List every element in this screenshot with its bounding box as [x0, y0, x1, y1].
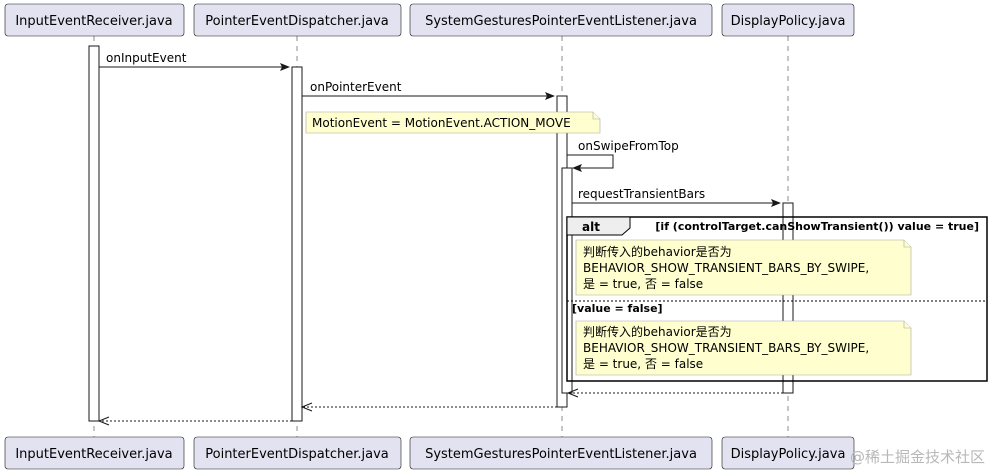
participant-label: PointerEventDispatcher.java — [205, 447, 388, 462]
open-arrow-head-icon — [300, 402, 313, 412]
participant-label: PointerEventDispatcher.java — [205, 14, 388, 29]
participant-system-gestures-listener-top: SystemGesturesPointerEventListener.java — [409, 3, 713, 37]
message-label: requestTransientBars — [578, 187, 705, 201]
participant-input-event-receiver-bottom: InputEventReceiver.java — [4, 436, 185, 470]
participant-pointer-event-dispatcher-bottom: PointerEventDispatcher.java — [193, 436, 402, 470]
note-motion-event: MotionEvent = MotionEvent.ACTION_MOVE — [305, 111, 601, 134]
participant-system-gestures-listener-bottom: SystemGesturesPointerEventListener.java — [409, 436, 713, 470]
message-request-transient-bars: requestTransientBars — [572, 187, 781, 207]
note-line: BEHAVIOR_SHOW_TRANSIENT_BARS_BY_SWIPE, — [583, 261, 869, 275]
participant-label: DisplayPolicy.java — [731, 14, 846, 29]
alt-fragment: alt [if (controlTarget.canShowTransient(… — [566, 216, 988, 382]
arrow-head-icon — [545, 92, 555, 100]
message-on-input-event: onInputEvent — [99, 51, 290, 71]
note-line: 是 = true, 否 = false — [583, 277, 703, 291]
note-text: MotionEvent = MotionEvent.ACTION_MOVE — [312, 116, 571, 130]
return-dispatcher-to-receiver — [97, 416, 292, 426]
watermark: @稀土掘金技术社区 — [850, 448, 985, 466]
participant-label: SystemGesturesPointerEventListener.java — [425, 447, 697, 462]
open-arrow-head-icon — [97, 416, 110, 426]
note-line: 判断传入的behavior是否为 — [583, 324, 732, 339]
activation-input-event-receiver — [88, 45, 100, 422]
message-label: onPointerEvent — [310, 80, 402, 94]
participant-label: SystemGesturesPointerEventListener.java — [425, 14, 697, 29]
alt-label: alt — [582, 220, 600, 234]
open-arrow-head-icon — [566, 388, 579, 398]
alt-guard-true: [if (controlTarget.canShowTransient()) v… — [655, 220, 979, 233]
participant-pointer-event-dispatcher-top: PointerEventDispatcher.java — [193, 3, 402, 37]
arrow-head-icon — [771, 199, 781, 207]
activation-display-policy — [782, 202, 794, 394]
note-behavior-check-true: 判断传入的behavior是否为 BEHAVIOR_SHOW_TRANSIENT… — [575, 239, 912, 296]
participant-label: InputEventReceiver.java — [15, 14, 172, 29]
message-label: onSwipeFromTop — [578, 139, 679, 153]
note-behavior-check-false: 判断传入的behavior是否为 BEHAVIOR_SHOW_TRANSIENT… — [575, 320, 912, 376]
message-label: onInputEvent — [106, 51, 187, 65]
participant-input-event-receiver-top: InputEventReceiver.java — [4, 3, 185, 37]
note-line: 判断传入的behavior是否为 — [583, 244, 732, 259]
arrow-head-icon — [572, 164, 582, 172]
participant-label: InputEventReceiver.java — [15, 447, 172, 462]
return-display-policy-to-listener — [566, 388, 783, 398]
alt-guard-false: [value = false] — [572, 302, 663, 315]
participant-display-policy-bottom: DisplayPolicy.java — [721, 436, 855, 470]
message-on-pointer-event: onPointerEvent — [302, 80, 555, 100]
alt-tab — [566, 216, 631, 236]
message-on-swipe-from-top: onSwipeFromTop — [567, 139, 679, 172]
return-listener-to-dispatcher — [300, 402, 557, 412]
arrow-head-icon — [280, 63, 290, 71]
note-line: BEHAVIOR_SHOW_TRANSIENT_BARS_BY_SWIPE, — [583, 341, 869, 355]
activation-pointer-event-dispatcher — [291, 66, 303, 422]
participant-display-policy-top: DisplayPolicy.java — [721, 3, 855, 37]
participant-label: DisplayPolicy.java — [731, 447, 846, 462]
note-line: 是 = true, 否 = false — [583, 357, 703, 371]
